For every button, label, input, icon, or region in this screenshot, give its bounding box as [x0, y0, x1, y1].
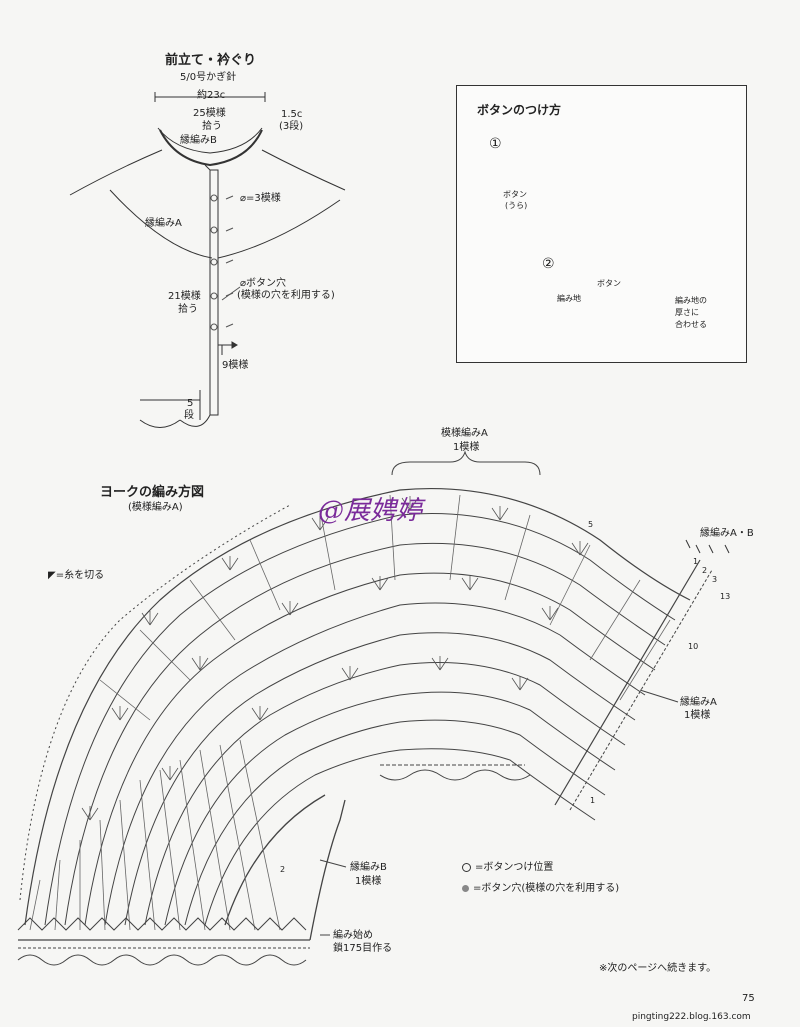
- collar-rows3: (3段): [279, 121, 304, 132]
- empty-set-icon: ⌀: [240, 193, 247, 204]
- filled-circle-icon: [462, 884, 469, 892]
- row-number: 5: [588, 520, 594, 529]
- collar-edge-b: 縁編みB: [180, 135, 217, 146]
- row-number: 1: [693, 557, 699, 566]
- button-attach-box: ボタンのつけ方 ① ② ボタン (うら) ボタン 編み地 編み地の 厚さに 合わ…: [456, 85, 747, 363]
- collar-schematic: [69, 92, 346, 428]
- button-label: ボタン: [597, 279, 621, 288]
- triangle-icon: ◤: [48, 570, 56, 581]
- circle-icon: [462, 862, 471, 872]
- yoke-cut-legend: ◤=糸を切る: [48, 570, 105, 581]
- yoke-subtitle: (模様編みA): [128, 502, 183, 513]
- continued-note: ※次のページへ続きます。: [599, 963, 717, 974]
- button-back-label-2: (うら): [505, 201, 528, 210]
- thickness-label-2: 厚さに: [675, 308, 699, 317]
- thickness-label-1: 編み地の: [675, 296, 707, 305]
- thickness-label-3: 合わせる: [675, 320, 707, 329]
- collar-title: 前立て・衿ぐり: [165, 53, 257, 68]
- yoke-start-1: 編み始め: [333, 930, 373, 941]
- row-number: 2: [702, 566, 708, 575]
- band-button-marks: [210, 194, 241, 331]
- collar-pick21: 21模様: [168, 291, 201, 302]
- collar-buttonhole-note: (模様の穴を利用する): [237, 290, 335, 301]
- yoke-edge-b: 縁編みB: [350, 862, 387, 873]
- site-url: pingting222.blog.163.com: [632, 1012, 751, 1022]
- yoke-edge-b-count: 1模様: [355, 876, 382, 887]
- step1-label: ①: [489, 136, 502, 152]
- yoke-chart: [17, 450, 730, 966]
- watermark: @展娉婷: [318, 496, 423, 526]
- row-number: 1: [590, 796, 596, 805]
- button-back-label: ボタン: [503, 190, 527, 199]
- yoke-edge-a-count: 1模様: [684, 710, 711, 721]
- collar-dan: 段: [184, 410, 194, 421]
- yoke-title: ヨークの編み方図: [100, 485, 205, 500]
- page-number: 75: [742, 993, 755, 1004]
- collar-five: 5: [187, 398, 194, 409]
- yoke-pattern-a: 模様編みA: [441, 428, 488, 439]
- collar-pick25-b: 拾う: [202, 121, 222, 132]
- collar-nine: 9模様: [222, 360, 249, 371]
- fabric-label: 編み地: [557, 294, 581, 303]
- collar-width: 約23c: [197, 90, 226, 101]
- step2-label: ②: [542, 256, 555, 272]
- collar-pick21-b: 拾う: [178, 304, 198, 315]
- collar-buttonhole: ⌀ボタン穴: [240, 278, 287, 289]
- legend-buttonhole: =ボタン穴(模様の穴を利用する): [462, 883, 619, 895]
- fan-motifs: [81, 496, 589, 821]
- row-number: 3: [712, 575, 718, 584]
- yoke-edge-a: 縁編みA: [680, 697, 717, 708]
- collar-edge-a: 縁編みA: [145, 218, 182, 229]
- legend-button-position: =ボタンつけ位置: [462, 862, 553, 874]
- collar-hook: 5/0号かぎ針: [180, 72, 237, 83]
- button-box-title: ボタンのつけ方: [477, 103, 562, 117]
- row-number: 10: [688, 642, 699, 651]
- collar-height: 1.5c: [281, 109, 303, 120]
- yoke-start-2: 鎖175目作る: [333, 943, 393, 954]
- collar-pick25: 25模様: [193, 108, 226, 119]
- yoke-pattern-a-count: 1模様: [453, 442, 480, 453]
- buttonhole-icon: ⌀: [240, 278, 247, 289]
- collar-eq3: ⌀=3模様: [240, 193, 281, 204]
- yoke-edge-ab: 縁編みA・B: [700, 528, 754, 539]
- row-number: 2: [280, 865, 286, 874]
- row-number: 13: [720, 592, 731, 601]
